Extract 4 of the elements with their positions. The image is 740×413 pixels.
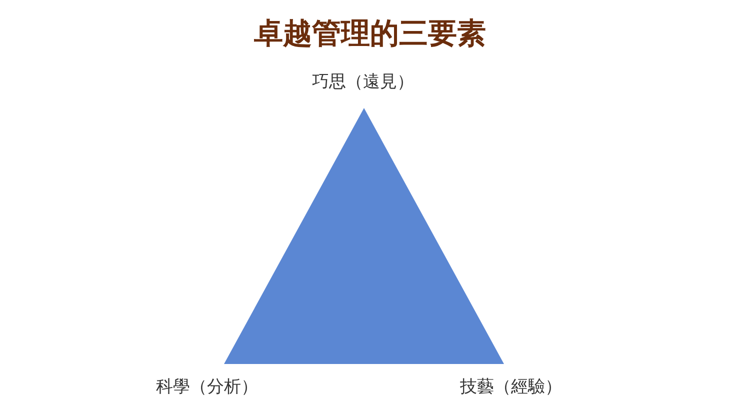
vertex-label: 科學（分析）	[155, 376, 259, 398]
vertex-label: 技藝（經驗）	[459, 376, 563, 398]
diagram-title: 卓越管理的三要素	[253, 15, 487, 52]
vertex-label: 巧思（遠見）	[311, 71, 415, 93]
